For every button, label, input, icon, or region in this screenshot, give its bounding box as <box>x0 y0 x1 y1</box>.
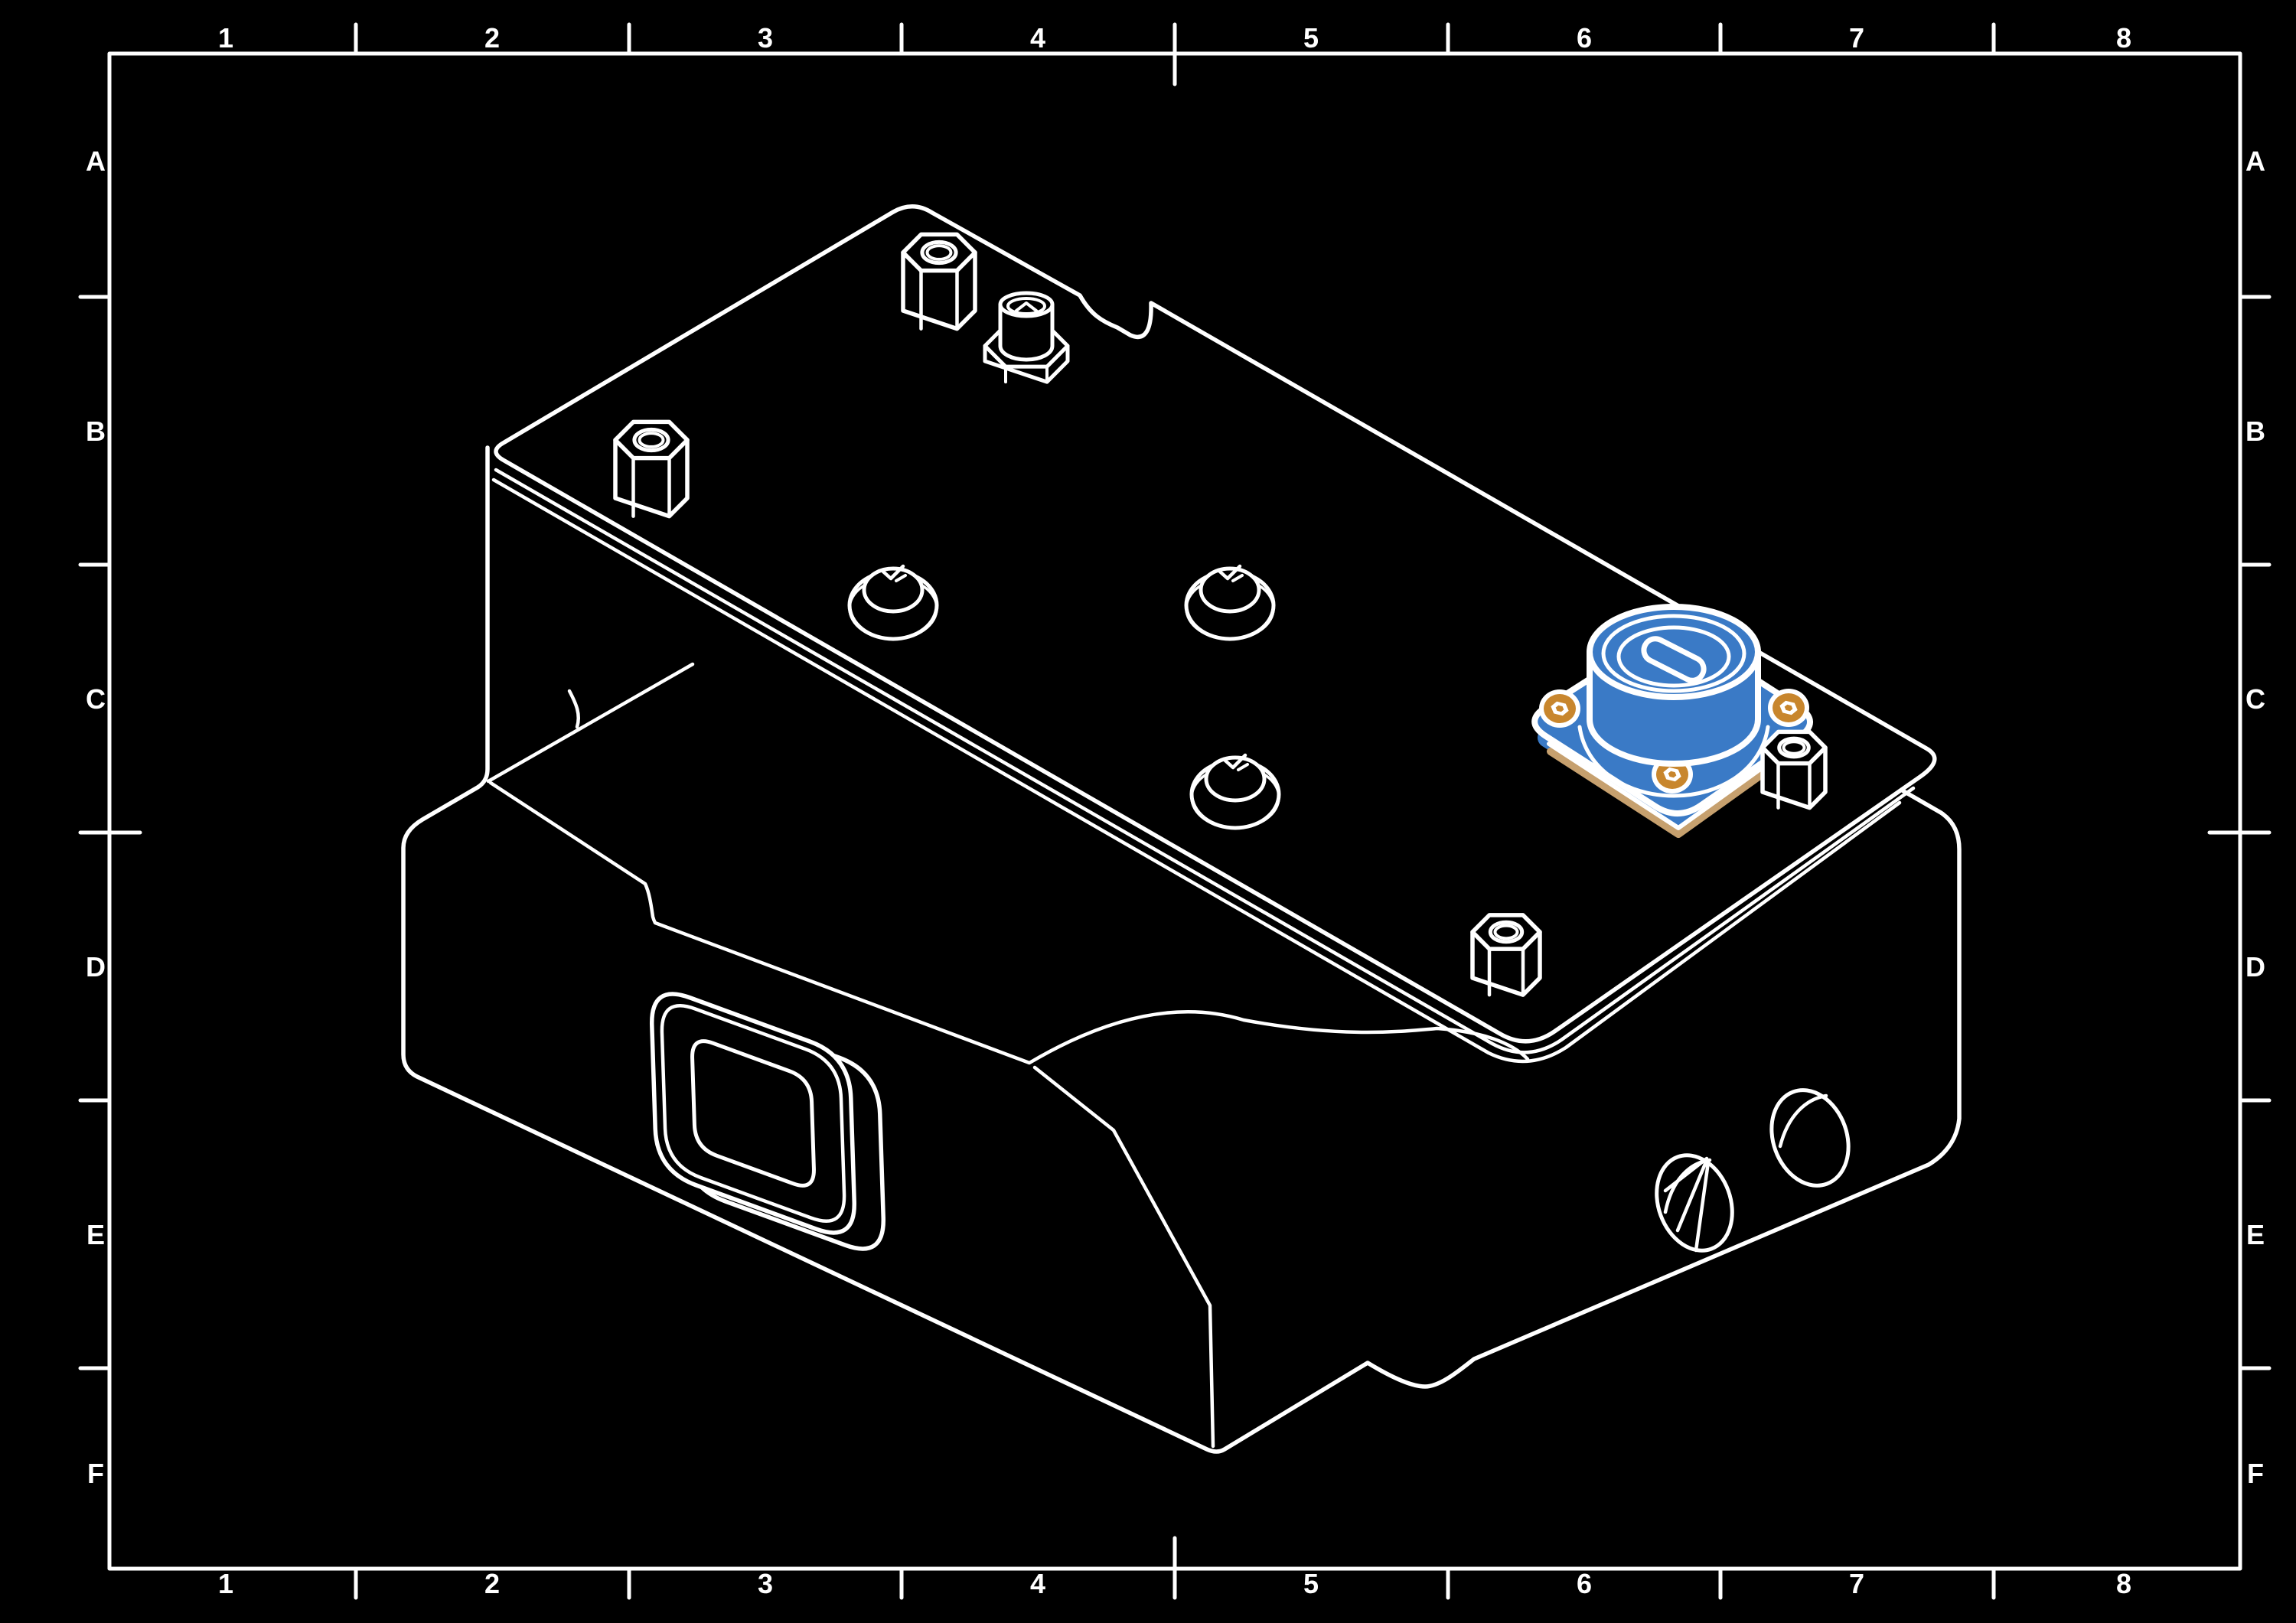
hex-hole <box>1777 736 1811 759</box>
flange-cylinder-fillet <box>1577 725 1770 798</box>
grid-label-row-B-right: B <box>2245 416 2265 447</box>
dome-cap <box>1204 755 1267 803</box>
flange-cylinder-face <box>1616 625 1731 688</box>
valve-body-drawing <box>401 204 1962 1454</box>
hex-hole <box>1488 920 1525 944</box>
grid-label-col-7-top: 7 <box>1849 22 1864 54</box>
dome-drive-mark-2 <box>1231 574 1244 582</box>
grid-label-col-1-bottom: 1 <box>218 1568 233 1599</box>
dome-cap <box>862 566 925 614</box>
grid-label-row-F-left: F <box>87 1458 104 1489</box>
plate-thickness-line <box>494 468 1916 1054</box>
grid-label-col-5-top: 5 <box>1303 22 1319 54</box>
grid-label-row-D-left: D <box>86 951 106 983</box>
port-opening <box>690 1039 816 1188</box>
post-center-mark <box>1015 301 1038 312</box>
grid-label-col-2-top: 2 <box>484 22 500 54</box>
hex-hole-inner <box>1493 924 1519 940</box>
cast-fillet-curve <box>567 689 581 729</box>
body-left-bottom-edge <box>486 662 695 784</box>
flange-cylinder-rim-inner <box>1601 614 1746 693</box>
grid-label-row-A-left: A <box>86 145 106 177</box>
flange-screw <box>1539 689 1580 728</box>
grid-label-row-F-right: F <box>2247 1458 2264 1489</box>
grid-label-row-E-left: E <box>86 1219 105 1250</box>
hex-standoff <box>901 232 977 331</box>
hex-hole-inner <box>925 244 953 261</box>
grid-label-col-2-bottom: 2 <box>484 1568 500 1599</box>
port-boss-rim-inner <box>660 1004 846 1223</box>
dome-screw <box>1189 753 1281 830</box>
hex-top <box>1760 729 1828 766</box>
dome-drive-mark <box>1223 753 1247 770</box>
threaded-hole <box>1655 1153 1734 1253</box>
screw-socket-center <box>1555 705 1564 712</box>
grid-label-col-8-bottom: 8 <box>2116 1568 2131 1599</box>
hex-top <box>613 419 690 461</box>
hex-top <box>1470 913 1542 951</box>
dome-screw <box>1184 564 1276 641</box>
flange-side-bottom-edge <box>1547 741 1798 830</box>
flange-slot <box>1641 636 1707 683</box>
hex-hole <box>920 240 958 266</box>
solenoid-flange <box>1531 604 1813 838</box>
plain-hole <box>1769 1088 1851 1188</box>
post-top-inner <box>1006 297 1046 315</box>
post-cylinder <box>998 302 1055 362</box>
plain-hole-depth-arc <box>1778 1093 1828 1149</box>
side-holes <box>1655 1088 1851 1253</box>
screw-socket-center <box>1668 771 1677 778</box>
fasteners <box>613 232 1828 997</box>
flange-screw <box>1768 689 1809 727</box>
port-boss-rim <box>650 992 856 1235</box>
grid-label-col-6-bottom: 6 <box>1577 1568 1592 1599</box>
grid-label-col-4-bottom: 4 <box>1030 1568 1045 1599</box>
screw-socket-center <box>1784 704 1793 712</box>
grid-label-row-B-left: B <box>86 416 106 447</box>
plate-thickness-line <box>491 477 1902 1064</box>
dome-drive-mark <box>881 564 905 581</box>
grid-label-col-5-bottom: 5 <box>1303 1568 1319 1599</box>
dome-screw <box>847 564 939 641</box>
coax-post <box>983 291 1070 384</box>
hex-top <box>901 232 977 273</box>
hex-hole-inner <box>638 432 665 448</box>
valve-body-silhouette <box>401 380 1962 1454</box>
hex-standoff <box>1760 729 1828 810</box>
dome-drive-mark-2 <box>895 574 907 582</box>
grid-label-row-E-right: E <box>2246 1219 2265 1250</box>
hex-standoff <box>613 419 690 519</box>
dome-drive-mark-2 <box>1237 763 1249 771</box>
hex-hole-inner <box>1782 740 1806 755</box>
chamfer-face-edge <box>1032 1065 1215 1449</box>
grid-label-col-1-top: 1 <box>218 22 233 54</box>
hex-hole <box>632 427 670 453</box>
grid-label-row-C-left: C <box>86 683 106 715</box>
dome-cap <box>1199 566 1261 614</box>
dome-drive-mark <box>1218 564 1242 581</box>
grid-label-col-4-top: 4 <box>1030 22 1045 54</box>
grid-label-col-3-top: 3 <box>758 22 773 54</box>
side-port-boss <box>650 992 885 1251</box>
grid-label-row-C-right: C <box>2245 683 2265 715</box>
grid-label-row-A-right: A <box>2245 145 2265 177</box>
base-step-edge <box>488 781 1530 1065</box>
grid-label-col-3-bottom: 3 <box>758 1568 773 1599</box>
threaded-hole-facets <box>1663 1156 1711 1253</box>
grid-label-col-7-bottom: 7 <box>1849 1568 1864 1599</box>
flange-tan-edge <box>1547 748 1798 838</box>
grid-label-col-6-top: 6 <box>1577 22 1592 54</box>
hex-standoff <box>1470 913 1542 997</box>
grid-label-row-D-right: D <box>2245 951 2265 983</box>
grid-label-col-8-top: 8 <box>2116 22 2131 54</box>
